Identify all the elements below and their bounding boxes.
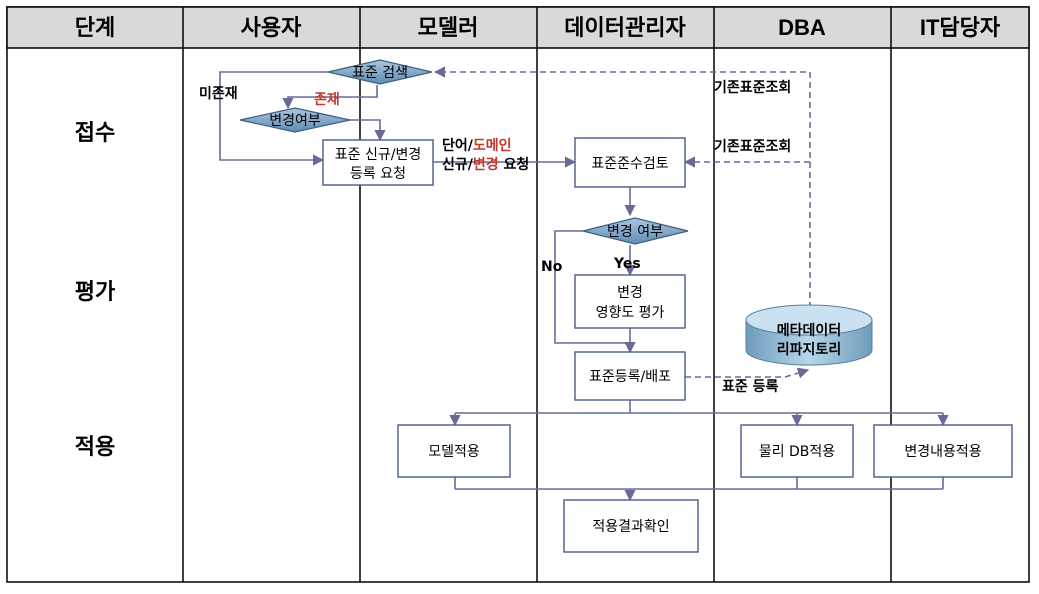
stage-reception: 접수 <box>75 121 115 146</box>
svg-text:표준 신규/변경: 표준 신규/변경 <box>335 147 421 163</box>
box-compliance-review: 표준준수검토 <box>574 137 686 188</box>
svg-text:표준등록/배포: 표준등록/배포 <box>589 369 671 385</box>
column-header-modeler: 모델러 <box>418 15 479 40</box>
column-header-dba: DBA <box>778 15 826 40</box>
label-existing-lookup-top: 기존표준조회 <box>714 80 791 96</box>
decision-change-check-user: 변경여부 <box>239 107 351 133</box>
stage-application: 적용 <box>75 435 115 460</box>
header-row <box>6 6 1030 49</box>
svg-text:적용결과확인: 적용결과확인 <box>592 519 669 535</box>
svg-text:표준준수검토: 표준준수검토 <box>591 156 668 172</box>
box-standard-request: 표준 신규/변경 등록 요청 <box>322 139 434 186</box>
dashed-lookup-lines <box>433 66 811 379</box>
column-header-stage: 단계 <box>75 15 115 40</box>
column-header-it-manager: IT담당자 <box>920 15 1001 40</box>
svg-text:영향도 평가: 영향도 평가 <box>596 305 665 321</box>
svg-text:표준 검색: 표준 검색 <box>352 65 408 81</box>
svg-text:리파지토리: 리파지토리 <box>777 342 841 358</box>
label-no: No <box>541 259 563 275</box>
label-existing-lookup-mid: 기존표준조회 <box>714 139 791 155</box>
svg-text:변경내용적용: 변경내용적용 <box>904 444 981 460</box>
label-standard-registration: 표준 등록 <box>722 379 779 395</box>
table-frame <box>6 6 1030 583</box>
stage-evaluation: 평가 <box>75 280 115 305</box>
label-not-exist: 미존재 <box>199 86 238 102</box>
decision-standard-search: 표준 검색 <box>327 59 433 85</box>
label-new-change-request: 신규/변경 요청 <box>442 156 529 173</box>
box-impact-evaluation: 변경 영향도 평가 <box>574 274 686 329</box>
column-header-data-admin: 데이터관리자 <box>564 15 686 40</box>
box-model-apply: 모델적용 <box>397 424 511 478</box>
label-word-domain: 단어/도메인 <box>442 137 512 154</box>
svg-text:변경 여부: 변경 여부 <box>607 224 663 240</box>
svg-text:모델적용: 모델적용 <box>428 444 480 460</box>
flow-lines <box>219 71 949 502</box>
decision-change-check-admin: 변경 여부 <box>582 217 689 245</box>
column-dividers <box>182 7 892 582</box>
box-change-apply: 변경내용적용 <box>873 424 1013 478</box>
box-register-deploy: 표준등록/배포 <box>574 351 686 401</box>
svg-text:메타데이터: 메타데이터 <box>777 322 841 339</box>
svg-text:물리 DB적용: 물리 DB적용 <box>759 444 835 460</box>
svg-text:등록 요청: 등록 요청 <box>350 166 406 182</box>
svg-text:변경여부: 변경여부 <box>269 113 321 129</box>
label-exist: 존재 <box>314 92 340 108</box>
label-yes: Yes <box>613 256 641 272</box>
column-header-user: 사용자 <box>241 15 302 40</box>
box-physical-db-apply: 물리 DB적용 <box>740 424 854 478</box>
box-confirm-apply: 적용결과확인 <box>563 499 699 553</box>
metadata-repository-cylinder: 메타데이터 리파지토리 <box>745 304 873 366</box>
svg-text:변경: 변경 <box>617 285 643 301</box>
